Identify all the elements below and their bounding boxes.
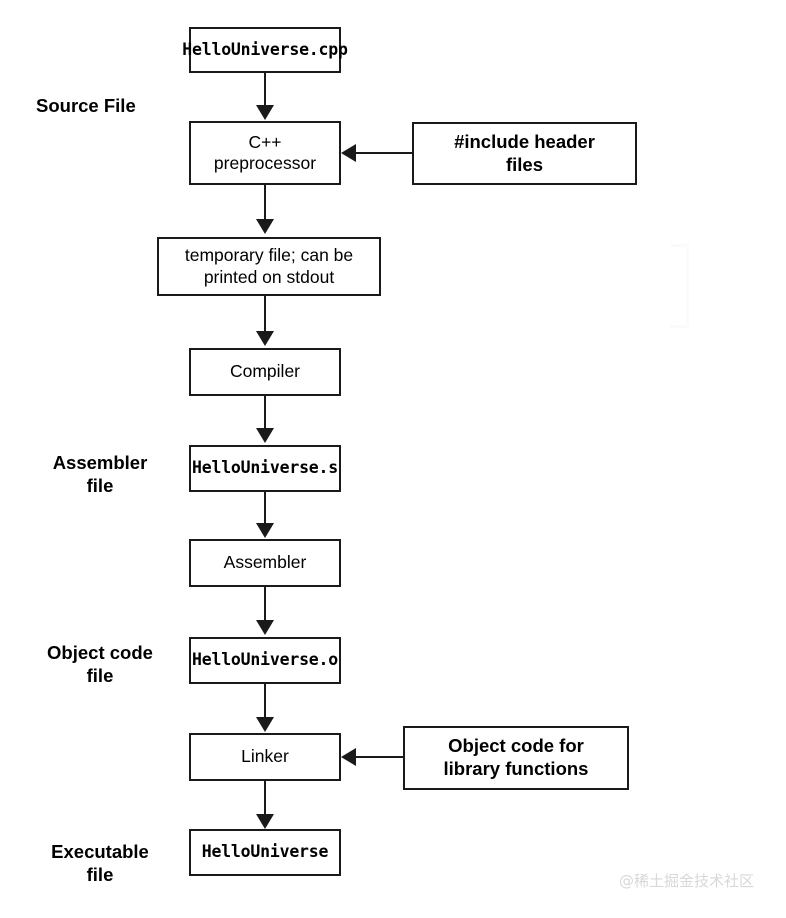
arrowhead-object-file-to-linker bbox=[256, 717, 274, 732]
node-temporary-file-label: temporary file; can be printed on stdout bbox=[179, 245, 359, 288]
arrowhead-compiler-to-assembly-file bbox=[256, 428, 274, 443]
node-include-header-files[interactable]: #include header files bbox=[412, 122, 637, 185]
arrowhead-tempfile-to-compiler bbox=[256, 331, 274, 346]
stage-label-executable-file-line1: Executable bbox=[51, 841, 149, 862]
node-preprocessor-line1: C++ bbox=[248, 131, 282, 152]
node-object-file-label: HelloUniverse.o bbox=[192, 650, 339, 670]
arrowhead-source-to-preprocessor bbox=[256, 105, 274, 120]
node-assembly-file[interactable]: HelloUniverse.s bbox=[189, 445, 341, 492]
background-artifact bbox=[670, 244, 689, 328]
node-include-header-files-line1: #include header bbox=[454, 130, 595, 152]
node-linker-label: Linker bbox=[241, 746, 289, 767]
node-compiler-label: Compiler bbox=[229, 361, 301, 382]
stage-label-executable-file: Executable file bbox=[20, 840, 180, 886]
node-object-file[interactable]: HelloUniverse.o bbox=[189, 637, 341, 684]
stage-label-source-file-text: Source File bbox=[36, 95, 136, 116]
node-executable-file[interactable]: HelloUniverse bbox=[189, 829, 341, 876]
node-assembly-file-label: HelloUniverse.s bbox=[192, 458, 339, 478]
watermark-text: @稀土掘金技术社区 bbox=[619, 872, 755, 890]
connector-tempfile-to-compiler bbox=[264, 296, 266, 334]
node-assembler-label: Assembler bbox=[223, 552, 307, 573]
connector-source-to-preprocessor bbox=[264, 73, 266, 108]
node-library-object-code-line2: library functions bbox=[443, 758, 589, 779]
arrowhead-library-to-linker bbox=[341, 748, 356, 766]
stage-label-assembler-file-line2: file bbox=[86, 475, 114, 497]
connector-assembler-to-object-file bbox=[264, 587, 266, 621]
node-include-header-files-line2: files bbox=[505, 153, 543, 175]
node-preprocessor-line2: preprocessor bbox=[213, 153, 317, 173]
connector-object-file-to-linker bbox=[264, 684, 266, 719]
node-source-file[interactable]: HelloUniverse.cpp bbox=[182, 27, 348, 73]
node-temporary-file-line1: temporary file; can be bbox=[184, 245, 354, 266]
connector-compiler-to-assembly-file bbox=[264, 396, 266, 430]
node-executable-file-label: HelloUniverse bbox=[201, 842, 329, 862]
stage-label-executable-file-line2: file bbox=[86, 864, 114, 886]
arrowhead-assembler-to-object-file bbox=[256, 620, 274, 635]
connector-linker-to-executable bbox=[264, 781, 266, 815]
arrowhead-assembly-file-to-assembler bbox=[256, 523, 274, 538]
node-include-header-files-label: #include header files bbox=[448, 131, 601, 176]
connector-preprocessor-to-tempfile bbox=[264, 185, 266, 222]
node-linker[interactable]: Linker bbox=[189, 733, 341, 781]
node-temporary-file-line2: printed on stdout bbox=[203, 266, 335, 287]
stage-label-object-code-file: Object code file bbox=[20, 641, 180, 687]
watermark: @稀土掘金技术社区 bbox=[619, 870, 754, 891]
node-preprocessor[interactable]: C++ preprocessor bbox=[189, 121, 341, 185]
stage-label-object-code-file-line2: file bbox=[86, 665, 114, 687]
connector-include-to-preprocessor bbox=[356, 152, 412, 154]
arrowhead-linker-to-executable bbox=[256, 814, 274, 829]
node-preprocessor-label: C++ preprocessor bbox=[208, 132, 322, 175]
stage-label-assembler-file: Assembler file bbox=[20, 451, 180, 497]
node-library-object-code[interactable]: Object code for library functions bbox=[403, 726, 629, 790]
node-assembler[interactable]: Assembler bbox=[189, 539, 341, 587]
stage-label-assembler-file-line1: Assembler bbox=[52, 452, 148, 473]
arrowhead-include-to-preprocessor bbox=[341, 144, 356, 162]
node-source-file-label: HelloUniverse.cpp bbox=[182, 39, 348, 59]
connector-library-to-linker bbox=[356, 756, 403, 758]
node-library-object-code-line1: Object code for bbox=[448, 735, 584, 757]
node-compiler[interactable]: Compiler bbox=[189, 348, 341, 396]
connector-assembly-file-to-assembler bbox=[264, 492, 266, 524]
node-temporary-file[interactable]: temporary file; can be printed on stdout bbox=[157, 237, 381, 296]
stage-label-object-code-file-line1: Object code bbox=[47, 642, 153, 663]
stage-label-source-file: Source File bbox=[36, 94, 186, 117]
arrowhead-preprocessor-to-tempfile bbox=[256, 219, 274, 234]
node-library-object-code-label: Object code for library functions bbox=[438, 735, 595, 780]
